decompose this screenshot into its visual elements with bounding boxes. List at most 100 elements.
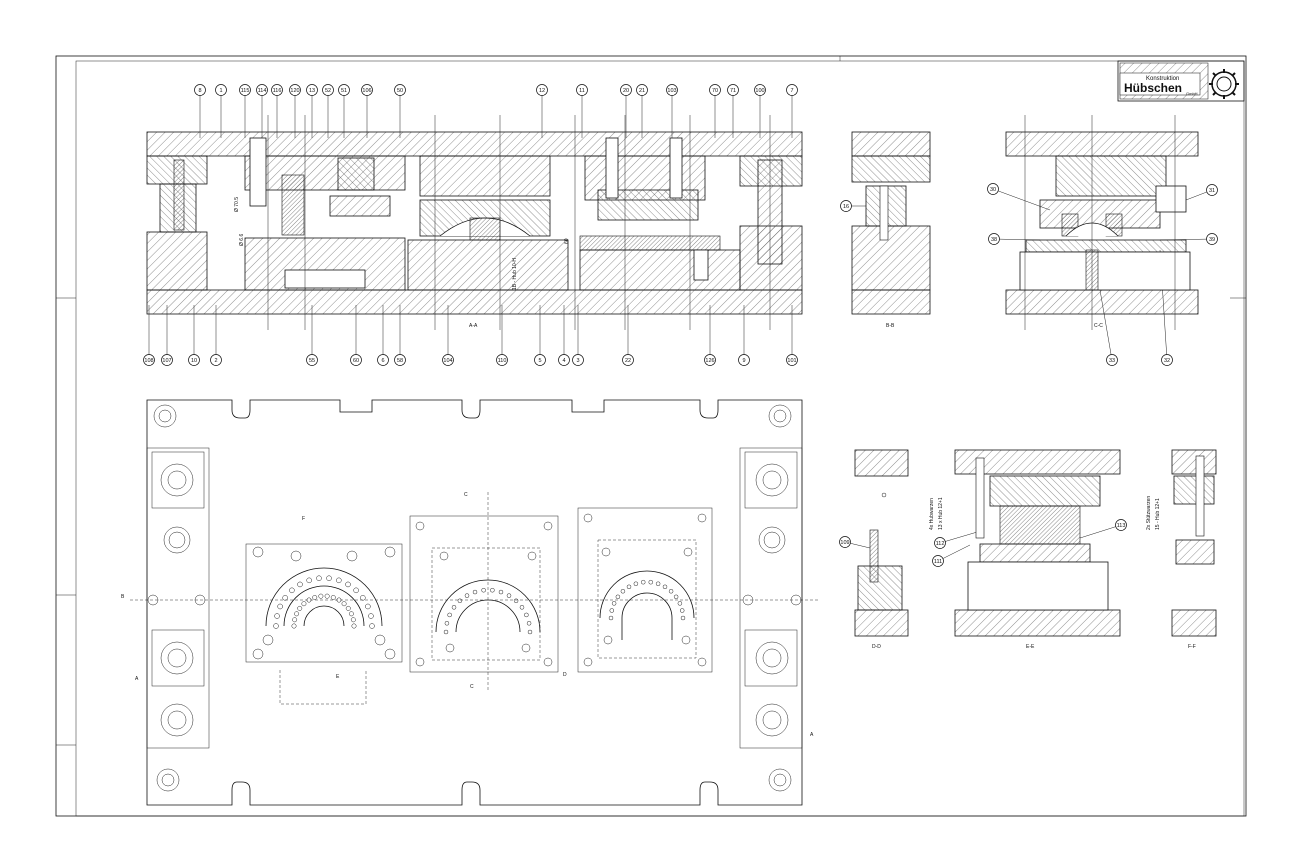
item-number: 71 bbox=[730, 88, 736, 94]
item-number: 22 bbox=[625, 358, 631, 364]
bolt-hole bbox=[662, 584, 668, 590]
bolt-hole bbox=[353, 587, 359, 594]
item-balloon: 50 bbox=[394, 84, 406, 138]
bolt-hole bbox=[451, 605, 457, 610]
item-number: 103 bbox=[667, 88, 676, 94]
item-balloon: 103 bbox=[666, 84, 678, 138]
bolt-hole bbox=[415, 657, 425, 667]
bolt-hole bbox=[374, 634, 386, 646]
bolt-hole bbox=[306, 577, 312, 584]
item-balloon: 109 bbox=[839, 536, 871, 549]
bolt-hole bbox=[620, 588, 626, 594]
bolt-hole bbox=[583, 513, 593, 523]
section-b-b: B-B bbox=[851, 131, 931, 329]
item-number: 50 bbox=[397, 88, 403, 94]
item-number: 107 bbox=[162, 358, 171, 364]
item-balloon: 52 bbox=[322, 84, 334, 138]
item-number: 31 bbox=[1209, 188, 1215, 194]
drawing-frame bbox=[55, 55, 1247, 817]
item-balloon: 110 bbox=[496, 305, 508, 366]
bolt-hole bbox=[290, 550, 302, 562]
cut-mark-a2: A bbox=[810, 732, 814, 738]
bolt-hole bbox=[330, 595, 336, 600]
bolt-hole bbox=[297, 581, 303, 588]
company-logo-icon bbox=[1209, 69, 1239, 99]
bolt-hole bbox=[527, 629, 533, 635]
item-balloon: 21 bbox=[636, 84, 648, 138]
item-balloon: 11 bbox=[576, 84, 588, 138]
bolt-hole bbox=[603, 635, 613, 645]
item-number: 70 bbox=[712, 88, 718, 94]
item-balloon: 5 bbox=[534, 305, 546, 366]
bolt-hole bbox=[326, 575, 332, 582]
section-d-d: D-D bbox=[854, 449, 909, 650]
item-number: 21 bbox=[639, 88, 645, 94]
item-balloon: 33 bbox=[1099, 289, 1118, 366]
bolt-hole bbox=[608, 615, 614, 621]
item-balloon: 9 bbox=[738, 305, 750, 366]
item-balloon: 55 bbox=[306, 305, 318, 366]
bolt-hole bbox=[498, 589, 504, 595]
bolt-hole bbox=[527, 551, 537, 561]
item-number: 108 bbox=[144, 358, 153, 364]
cut-mark-a: A bbox=[135, 676, 139, 682]
item-balloon: 111 bbox=[932, 544, 971, 567]
bolt-hole bbox=[506, 593, 512, 598]
item-balloon: 16 bbox=[840, 200, 866, 212]
bolt-hole bbox=[444, 621, 450, 626]
item-number: 111 bbox=[934, 559, 942, 565]
bolt-hole bbox=[679, 608, 685, 613]
item-balloon: 6 bbox=[377, 305, 389, 366]
bolt-hole bbox=[277, 603, 283, 610]
bolt-hole bbox=[324, 593, 330, 599]
ff-note-a: 2x Stützwarzen bbox=[1146, 496, 1152, 530]
section-label-aa: A-A bbox=[469, 323, 478, 329]
item-balloon: 20 bbox=[620, 84, 632, 138]
section-label-dd: D-D bbox=[872, 644, 881, 650]
cut-mark-c: C bbox=[464, 492, 468, 498]
bolt-hole bbox=[683, 547, 693, 557]
bolt-hole bbox=[348, 611, 354, 617]
dim-d4: 1B - Hub 10-H bbox=[512, 258, 518, 290]
item-number: 10 bbox=[191, 358, 197, 364]
item-number: 16 bbox=[843, 204, 849, 210]
cut-mark-d: D bbox=[563, 672, 567, 678]
item-number: 30 bbox=[990, 187, 996, 193]
bolt-hole bbox=[457, 598, 463, 604]
item-balloon: 3 bbox=[572, 305, 584, 366]
bolt-hole bbox=[472, 589, 478, 595]
item-balloon: 60 bbox=[350, 305, 362, 366]
section-f-f: 2x Stützwarzen 15 - Hub 12+1 F-F bbox=[1146, 449, 1217, 650]
bolt-hole bbox=[615, 594, 621, 600]
bolt-hole bbox=[611, 601, 617, 606]
bolt-hole bbox=[252, 648, 264, 660]
item-balloon: 8 bbox=[194, 84, 206, 138]
item-balloon: 107 bbox=[161, 305, 173, 366]
item-number: 115 bbox=[241, 88, 250, 94]
bolt-hole bbox=[490, 587, 495, 593]
item-balloon: 104 bbox=[442, 305, 454, 366]
bolt-hole bbox=[415, 521, 425, 531]
bolt-hole bbox=[297, 605, 303, 611]
bolt-hole bbox=[680, 615, 686, 621]
item-balloon: 7 bbox=[786, 84, 798, 138]
section-label-ff: F-F bbox=[1188, 644, 1196, 650]
bolt-hole bbox=[447, 612, 452, 618]
bolt-hole bbox=[443, 629, 449, 635]
item-balloon: 1 bbox=[215, 84, 227, 138]
bolt-hole bbox=[543, 657, 553, 667]
bolt-hole bbox=[318, 593, 324, 599]
bolt-hole bbox=[677, 601, 683, 606]
item-number: 5 bbox=[538, 358, 541, 364]
item-number: 51 bbox=[341, 88, 347, 94]
item-number: 113 bbox=[1117, 523, 1126, 529]
item-balloon: 113 bbox=[1079, 519, 1127, 539]
section-label-bb: B-B bbox=[886, 323, 895, 329]
cut-mark-e: E bbox=[336, 674, 340, 680]
cut-mark-f: F bbox=[302, 516, 305, 522]
bolt-hole bbox=[640, 579, 646, 585]
item-number: 33 bbox=[1109, 358, 1115, 364]
section-e-e: 4x Hubwarzen 13 x Hub 12+1 E-E bbox=[929, 449, 1121, 650]
item-balloon: 112 bbox=[934, 529, 985, 549]
